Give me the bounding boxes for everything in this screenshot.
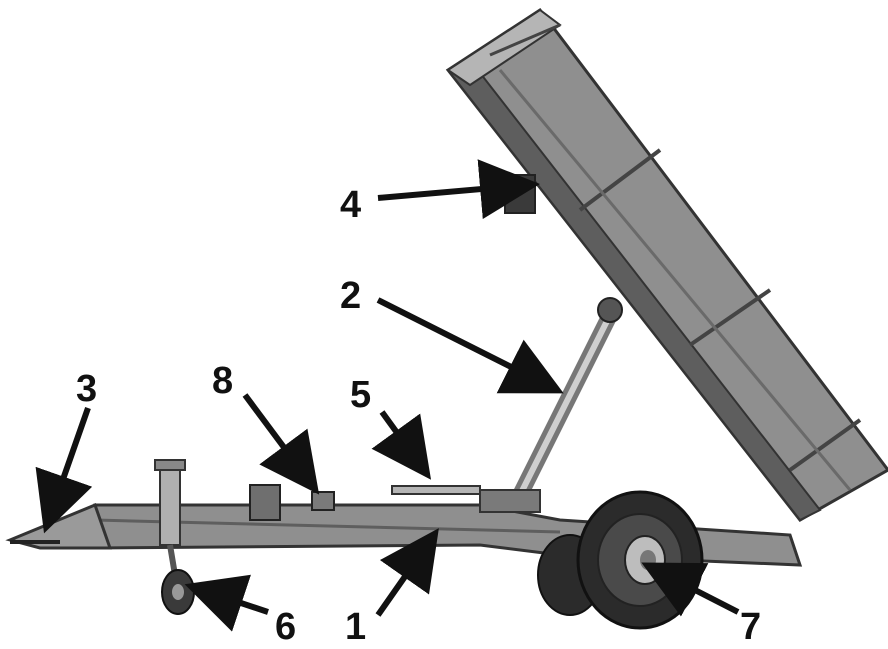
arrow-8	[242, 393, 320, 495]
callout-number-3: 3	[76, 368, 98, 410]
arrow-1	[375, 528, 439, 617]
callout-arrows	[35, 159, 740, 632]
support-wheel-jack	[154, 459, 195, 615]
callout-number-4: 4	[340, 184, 362, 226]
hydraulic-cylinder	[507, 297, 623, 513]
arrow-4	[377, 159, 540, 220]
callout-number-2: 2	[340, 275, 362, 317]
arrow-7	[641, 562, 740, 617]
arrow-5	[371, 410, 432, 480]
callout-number-1: 1	[345, 606, 367, 648]
callout-number-8: 8	[212, 360, 234, 402]
tipping-box	[445, 7, 888, 522]
arrow-6	[184, 574, 269, 632]
arrow-2	[376, 297, 564, 394]
callout-number-6: 6	[275, 606, 297, 648]
callout-number-7: 7	[740, 606, 762, 648]
main-wheels	[537, 490, 704, 630]
callout-number-5: 5	[350, 374, 372, 416]
arrow-3	[35, 407, 93, 534]
